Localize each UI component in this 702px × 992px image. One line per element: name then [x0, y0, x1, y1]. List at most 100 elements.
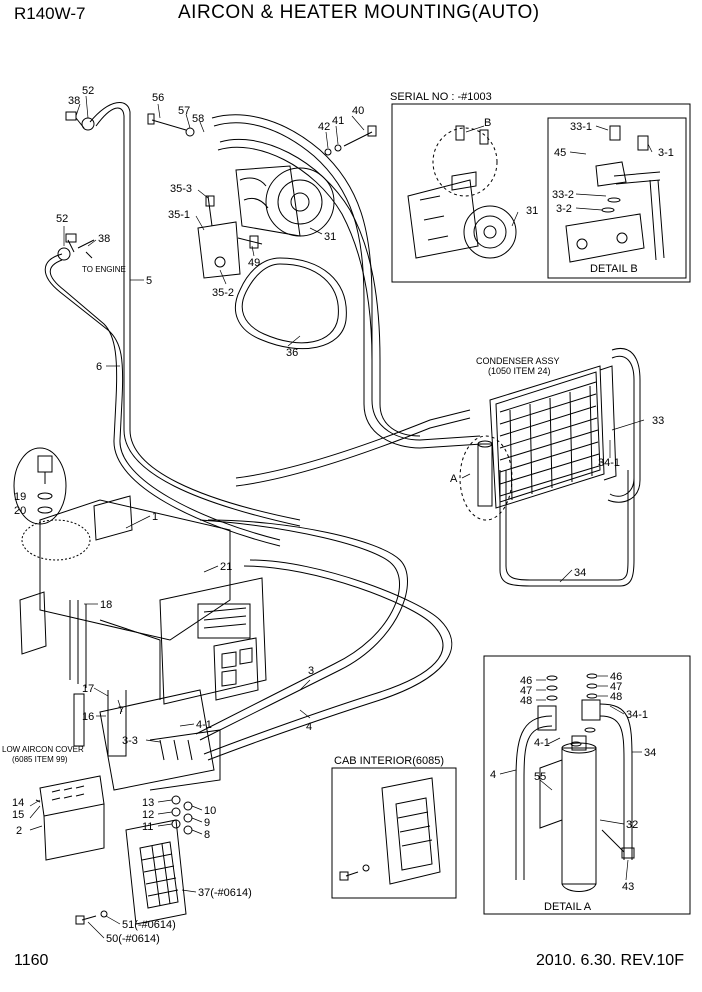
detail-a-label: DETAIL A — [544, 901, 592, 913]
receiver-drier-a — [459, 435, 513, 521]
callout-13: 13 — [142, 797, 154, 809]
drive-belt-36 — [234, 257, 347, 350]
callout-12: 12 — [142, 809, 154, 821]
callout-3: 3 — [308, 665, 314, 677]
callout-16: 16 — [82, 711, 94, 723]
callout-6: 6 — [96, 361, 102, 373]
low-aircon-cover — [99, 689, 215, 791]
hose-5 — [89, 102, 301, 527]
callout-20: 20 — [14, 505, 26, 517]
callout-33-1: 33-1 — [570, 121, 592, 133]
callout-17: 17 — [82, 683, 94, 695]
callout-36: 36 — [286, 347, 298, 359]
serial-no-label: SERIAL NO : -#1003 — [390, 91, 492, 103]
callout-a-46b: 46 — [610, 671, 622, 683]
leader-lines — [29, 95, 653, 939]
callout-a-32: 32 — [626, 819, 638, 831]
callout-3-1: 3-1 — [658, 147, 674, 159]
callout-b: B — [484, 117, 491, 129]
callout-35-3: 35-3 — [170, 183, 192, 195]
page-title: AIRCON & HEATER MOUNTING(AUTO) — [178, 2, 540, 23]
callout-35-2: 35-2 — [212, 287, 234, 299]
callout-49: 49 — [248, 257, 260, 269]
callout-52: 52 — [82, 85, 94, 97]
bolts-40-42 — [147, 113, 377, 156]
detail-b-box — [547, 117, 687, 279]
detail-b-drawing — [565, 125, 665, 263]
pipes-main-diagonal — [195, 409, 471, 761]
callout-18: 18 — [100, 599, 112, 611]
detail-a-box — [483, 655, 691, 915]
callout-42: 42 — [318, 121, 330, 133]
callout-a: A — [450, 473, 458, 485]
callout-45: 45 — [554, 147, 566, 159]
receiver-drier-detail — [515, 673, 635, 892]
callout-b-31: 31 — [526, 205, 538, 217]
callout-52b: 52 — [56, 213, 68, 225]
callout-31: 31 — [324, 231, 336, 243]
callout-38b: 38 — [98, 233, 110, 245]
to-engine-label: TO ENGINE — [82, 265, 126, 274]
callout-a-34-1: 34-1 — [626, 709, 648, 721]
pipe-16-17 — [73, 690, 127, 757]
callout-57: 57 — [178, 105, 190, 117]
callout-a-43: 43 — [622, 881, 634, 893]
callout-11: 11 — [142, 821, 153, 833]
callout-51: 51(-#0614) — [122, 919, 176, 931]
callout-38: 38 — [68, 95, 80, 107]
callout-a-4-1: 4-1 — [534, 737, 550, 749]
grille-37 — [125, 819, 187, 925]
callout-58: 58 — [192, 113, 204, 125]
callout-a-46: 46 — [520, 675, 532, 687]
heater-unit — [19, 495, 267, 705]
callout-4-1: 4-1 — [196, 719, 212, 731]
serial-box — [391, 103, 691, 283]
screws-50-51 — [75, 910, 108, 925]
control-panel-2 — [35, 775, 105, 861]
callout-14: 14 — [12, 797, 24, 809]
callout-a-55: 55 — [534, 771, 546, 783]
revision-date: 2010. 6.30. REV.10F — [536, 952, 684, 969]
page-number: 1160 — [14, 952, 49, 969]
callout-8: 8 — [204, 829, 210, 841]
callout-3-2: 3-2 — [556, 203, 572, 215]
bolt-19-20 — [13, 447, 67, 525]
callout-21: 21 — [220, 561, 232, 573]
detail-b-label: DETAIL B — [590, 263, 638, 275]
callout-labels: 52 38 56 57 58 40 42 41 35-3 35-1 35-2 4… — [2, 85, 674, 945]
callout-a-47: 47 — [520, 685, 532, 697]
cab-interior-label: CAB INTERIOR(6085) — [334, 755, 444, 767]
hose-33 — [607, 348, 641, 503]
callout-34-1: 34-1 — [598, 457, 620, 469]
hose-6 — [44, 253, 281, 547]
low-aircon-cover-label: LOW AIRCON COVER — [2, 745, 84, 754]
callout-2: 2 — [16, 825, 22, 837]
callout-4: 4 — [306, 721, 312, 733]
callout-9: 9 — [204, 817, 210, 829]
callout-35-1: 35-1 — [168, 209, 190, 221]
condenser-assy — [489, 365, 617, 509]
compressor — [235, 165, 335, 237]
callout-40: 40 — [352, 105, 364, 117]
bolt-49 — [237, 235, 263, 249]
condenser-item-label: (1050 ITEM 24) — [488, 366, 551, 376]
callout-33-2: 33-2 — [552, 189, 574, 201]
callout-a-48: 48 — [520, 695, 532, 707]
callout-34: 34 — [574, 567, 586, 579]
compressor-serial — [407, 125, 517, 259]
cab-interior-box — [331, 767, 457, 899]
callout-10: 10 — [204, 805, 216, 817]
bracket-35 — [197, 195, 241, 279]
callout-1: 1 — [152, 511, 158, 523]
callout-7: 7 — [118, 705, 124, 717]
callout-50: 50(-#0614) — [106, 933, 160, 945]
callout-15: 15 — [12, 809, 24, 821]
callout-37: 37(-#0614) — [198, 887, 252, 899]
callout-56: 56 — [152, 92, 164, 104]
callout-a-34: 34 — [644, 747, 656, 759]
callout-41: 41 — [332, 115, 344, 127]
low-aircon-cover-item: (6085 ITEM 99) — [12, 755, 68, 764]
cab-interior-grille — [339, 777, 441, 885]
callout-5: 5 — [146, 275, 152, 287]
